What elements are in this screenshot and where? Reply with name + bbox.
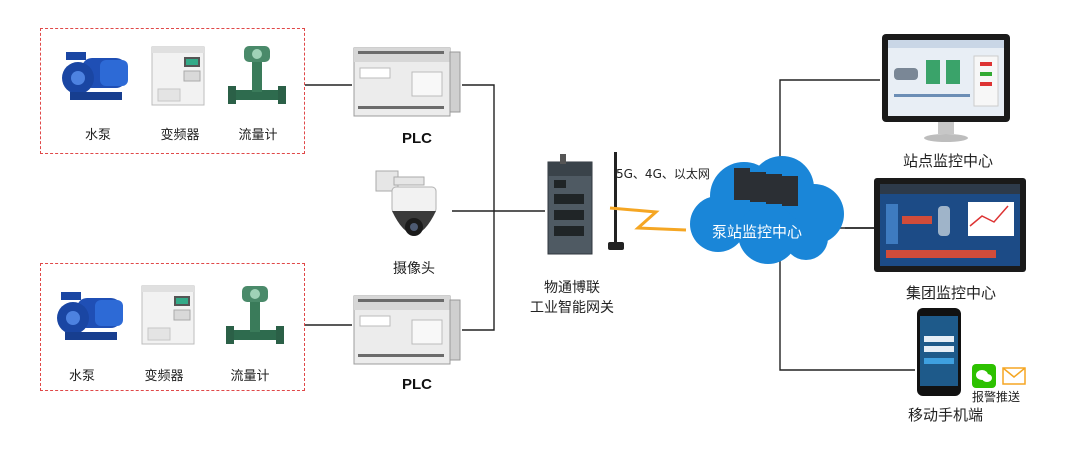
flowmeter-label: 流量计 bbox=[238, 128, 278, 143]
mobile-phone-icon bbox=[917, 308, 961, 396]
station-label: 站点监控中心 bbox=[903, 152, 994, 170]
flowmeter-icon bbox=[226, 286, 284, 344]
flowmeter-icon bbox=[228, 46, 286, 104]
inverter-icon bbox=[141, 285, 195, 345]
mobile-label: 移动手机端 bbox=[908, 406, 984, 424]
gateway-label-line1: 物通博联 bbox=[544, 280, 600, 296]
plc-icon bbox=[353, 295, 461, 365]
flowmeter-label: 流量计 bbox=[230, 369, 270, 384]
plc-icon bbox=[353, 47, 461, 117]
inverter-icon bbox=[151, 46, 205, 106]
group-monitor-icon bbox=[874, 178, 1026, 272]
cloud-icon bbox=[690, 156, 844, 264]
station-monitor-icon bbox=[882, 34, 1010, 142]
wechat-icon bbox=[972, 364, 996, 388]
mail-icon bbox=[1002, 367, 1026, 385]
pump-label: 水泵 bbox=[84, 128, 111, 143]
plc-label: PLC bbox=[402, 376, 432, 393]
camera-icon bbox=[375, 170, 437, 236]
inverter-label: 变频器 bbox=[160, 128, 200, 143]
pump-icon bbox=[62, 52, 128, 100]
gateway-icon bbox=[547, 152, 624, 255]
device-group-bottom bbox=[40, 263, 305, 391]
network-label: 5G、4G、以太网 bbox=[616, 167, 710, 181]
device-group-top bbox=[40, 28, 305, 154]
gateway-label-line2: 工业智能网关 bbox=[530, 300, 614, 316]
pump-label: 水泵 bbox=[68, 369, 95, 384]
group-center-label: 集团监控中心 bbox=[906, 284, 997, 302]
inverter-label: 变频器 bbox=[144, 369, 184, 384]
alert-label: 报警推送 bbox=[972, 390, 1021, 404]
cloud-label: 泵站监控中心 bbox=[712, 223, 803, 241]
pump-icon bbox=[57, 292, 123, 340]
camera-label: 摄像头 bbox=[393, 261, 435, 277]
lightning-icon bbox=[609, 206, 687, 232]
plc-label: PLC bbox=[402, 130, 432, 147]
